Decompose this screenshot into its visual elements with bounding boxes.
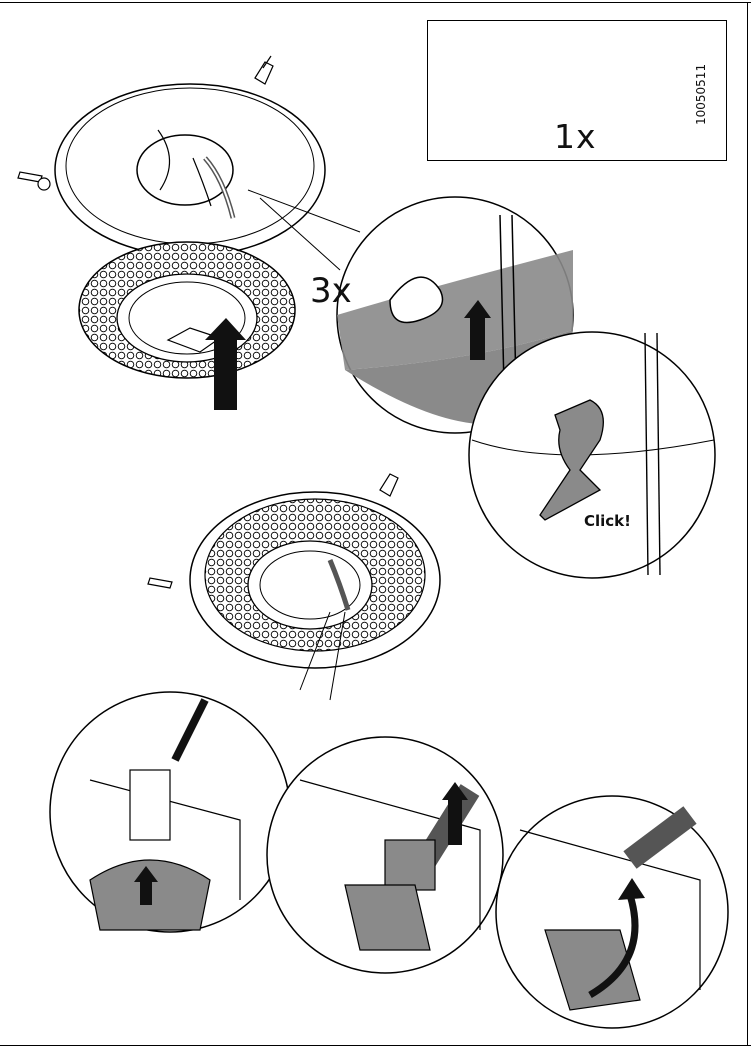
click-label: Click! <box>584 512 631 530</box>
connector-detail-circle-3 <box>495 795 729 1029</box>
article-number: 10050511 <box>694 63 708 125</box>
connector-detail-circle-2 <box>266 736 504 974</box>
ceiling-screws <box>17 55 274 191</box>
right-border <box>747 2 748 1046</box>
ceiling-plate <box>54 83 326 257</box>
multiplier-label: 3x <box>310 271 352 311</box>
assembled-lamp <box>147 473 441 701</box>
click-detail-circle <box>468 331 716 579</box>
up-arrow-large-icon <box>205 318 246 410</box>
bottom-border <box>0 1045 751 1046</box>
parts-box: 1x 10050511 <box>427 20 727 161</box>
quantity-label: 1x <box>554 117 597 156</box>
top-border <box>0 2 751 3</box>
led-ring <box>78 241 296 379</box>
connector-detail-circle-1 <box>49 691 291 933</box>
